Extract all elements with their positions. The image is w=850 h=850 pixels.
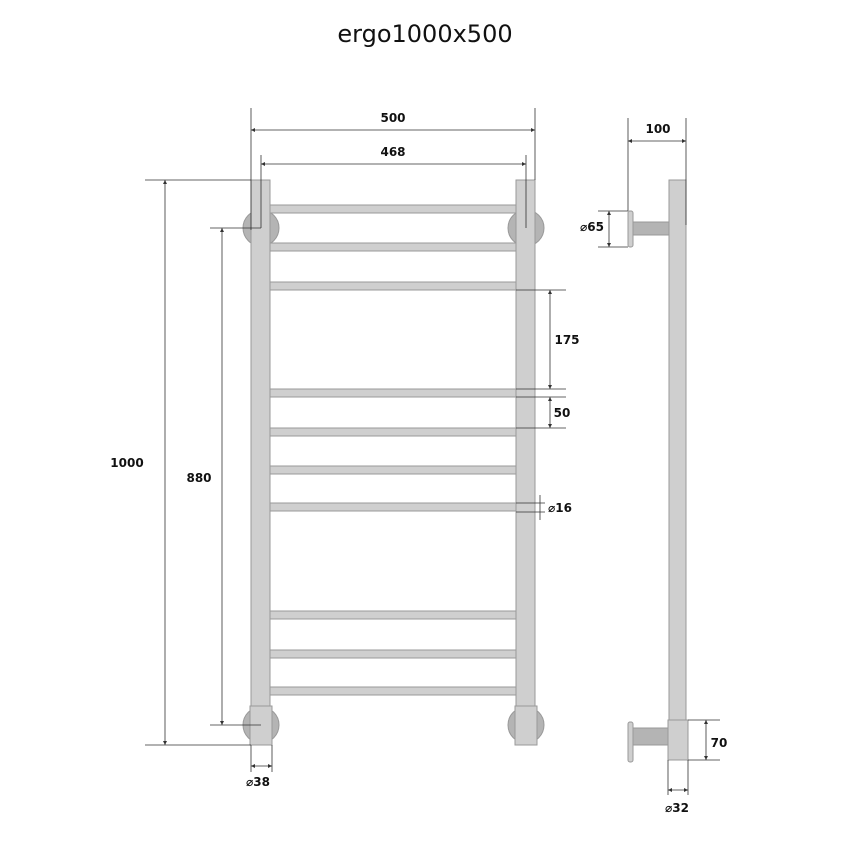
front-view (242, 179, 545, 746)
dim-label-32: ⌀32 (665, 801, 689, 815)
dim-label-65: ⌀65 (580, 220, 604, 234)
dim-label-50: 50 (554, 406, 571, 420)
rung-4 (267, 388, 519, 398)
dimension-post-diameter: ⌀38 (246, 745, 273, 789)
side-post (668, 179, 687, 746)
rung-2 (267, 242, 519, 252)
dim-label-16: ⌀16 (548, 501, 572, 515)
right-post-end (514, 705, 538, 746)
dimension-100: 100 (627, 118, 687, 225)
dim-label-70: 70 (711, 736, 728, 750)
dimension-468: 468 (260, 145, 527, 228)
bottom-wall-arm (632, 727, 670, 746)
dim-label-100: 100 (645, 122, 670, 136)
rung-10 (267, 686, 519, 696)
dimension-50: 50 (516, 396, 571, 429)
left-post (250, 179, 271, 711)
bottom-wall-flange (627, 721, 634, 763)
side-view (627, 179, 689, 763)
rung-5 (267, 427, 519, 437)
top-wall-arm (632, 221, 670, 236)
dim-label-500: 500 (380, 111, 405, 125)
dim-label-175: 175 (554, 333, 579, 347)
right-post (515, 179, 536, 711)
rung-1 (267, 204, 519, 214)
dimension-1000: 1000 (110, 179, 251, 746)
rung-7 (267, 502, 519, 512)
rung-3 (267, 281, 519, 291)
dimension-500: 500 (250, 108, 536, 230)
rung-9 (267, 649, 519, 659)
rung-6 (267, 465, 519, 475)
rung-8 (267, 610, 519, 620)
dimension-32: ⌀32 (665, 760, 689, 815)
left-post-end (249, 705, 273, 746)
dim-label-38: ⌀38 (246, 775, 270, 789)
rungs (267, 204, 519, 696)
dim-label-1000: 1000 (110, 456, 143, 470)
drawing-title: ergo1000x500 (337, 20, 512, 48)
dimension-175: 175 (516, 289, 580, 390)
dimension-70: 70 (688, 719, 728, 761)
dim-label-468: 468 (380, 145, 405, 159)
dimension-880: 880 (186, 227, 261, 726)
dimension-65: ⌀65 (580, 210, 628, 248)
top-wall-flange (627, 210, 634, 248)
dimension-rung-diameter: ⌀16 (516, 495, 572, 520)
bottom-block (667, 719, 689, 761)
dim-label-880: 880 (186, 471, 211, 485)
